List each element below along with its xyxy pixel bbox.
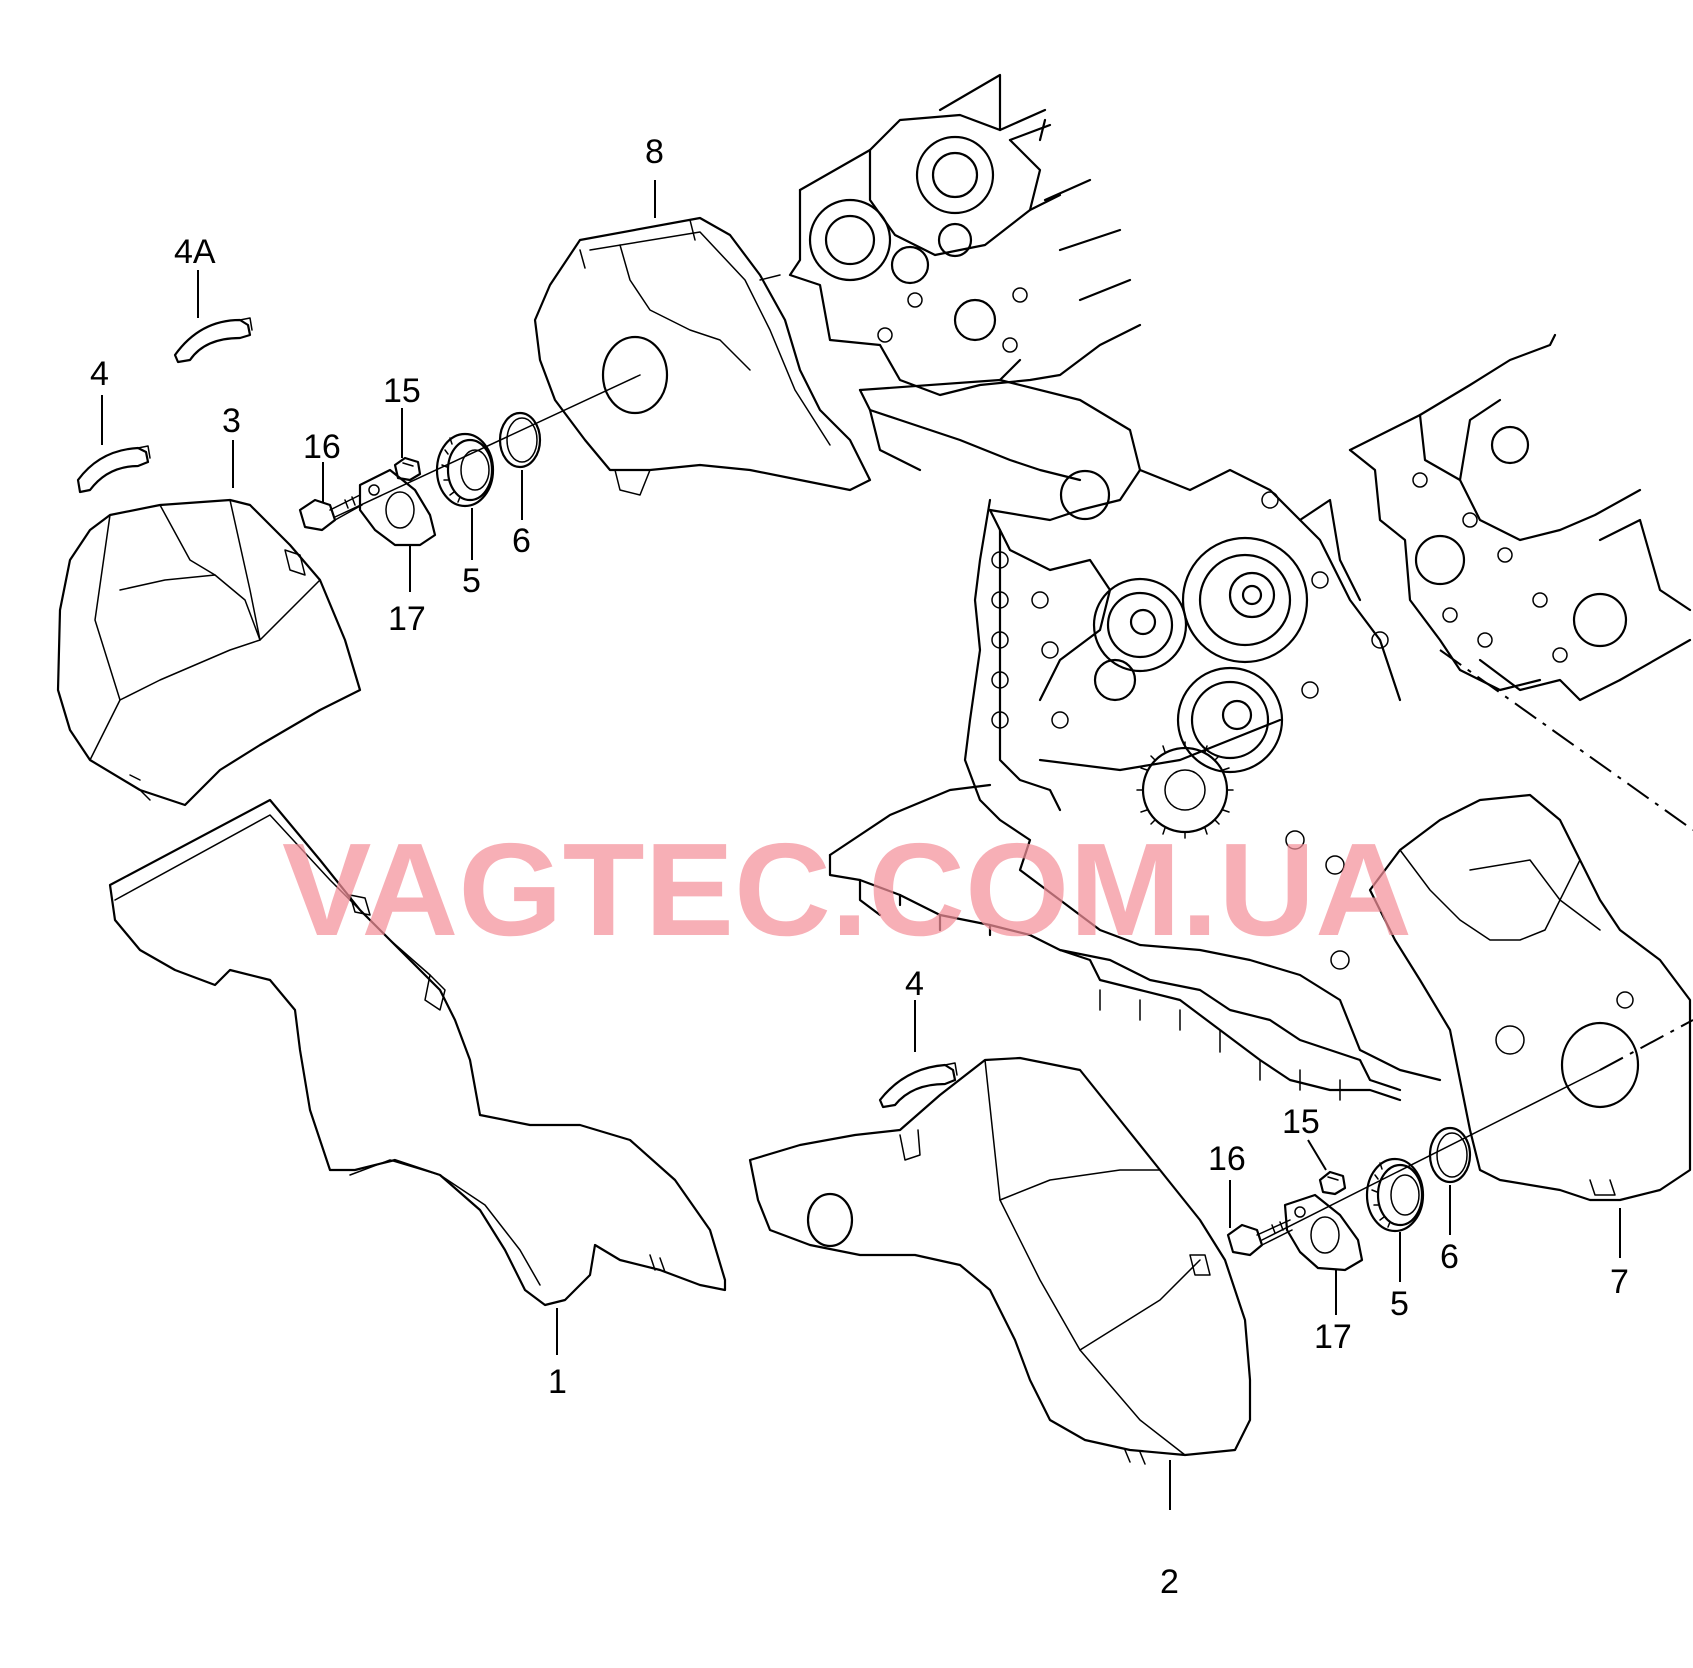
watermark: VAGTEC.COM.UA <box>282 816 1412 963</box>
part-7-right-cover <box>1368 793 1692 1202</box>
engine-block <box>788 73 1692 1102</box>
seal-5-bottom <box>1365 1157 1425 1233</box>
callout-17-bottom: 17 <box>1314 1318 1352 1356</box>
callout-5-bottom: 5 <box>1390 1285 1409 1323</box>
assembly-axis-top <box>334 374 641 518</box>
callout-16-top: 16 <box>303 428 341 466</box>
o-ring-6-bottom <box>1428 1126 1472 1184</box>
nut-15-top <box>393 456 422 482</box>
bracket-17-bottom <box>1283 1193 1364 1272</box>
bolt-16-top <box>298 494 363 532</box>
center-line-right-2 <box>1599 1019 1693 1071</box>
callout-5-top: 5 <box>462 562 481 600</box>
callout-3: 3 <box>222 402 241 440</box>
callout-6-top: 6 <box>512 522 531 560</box>
callout-7: 7 <box>1610 1263 1629 1301</box>
part-2-lower-right-cover <box>748 1056 1252 1465</box>
part-1-lower-left-cover <box>108 798 727 1307</box>
callout-16-bottom: 16 <box>1208 1140 1246 1178</box>
o-ring-6-top <box>498 411 542 469</box>
seal-5-top <box>435 432 495 508</box>
callout-1: 1 <box>548 1363 567 1401</box>
center-line-right <box>1439 649 1693 831</box>
callout-4A: 4A <box>174 233 216 271</box>
callout-labels: 8 4A 4 3 16 15 6 5 17 1 4 15 16 6 5 17 7… <box>90 133 1629 1601</box>
callout-4-bottom: 4 <box>905 965 924 1003</box>
callout-6-bottom: 6 <box>1440 1238 1459 1276</box>
clip-4-bottom <box>878 1062 958 1109</box>
callout-15-bottom: 15 <box>1282 1103 1320 1141</box>
clip-4-top <box>76 445 151 494</box>
callout-8: 8 <box>645 133 664 171</box>
callout-17-top: 17 <box>388 600 426 638</box>
clip-4A <box>173 317 253 364</box>
callout-4-top: 4 <box>90 355 109 393</box>
assembly-axis-bottom <box>1261 1069 1601 1241</box>
part-8-rear-timing-cover <box>533 216 872 496</box>
callout-15-top: 15 <box>383 372 421 410</box>
bracket-17-top <box>358 468 437 547</box>
part-3-upper-left-cover <box>56 498 362 807</box>
bolt-16-bottom <box>1226 1219 1293 1257</box>
nut-15-bottom <box>1318 1170 1347 1196</box>
leader-lines <box>101 180 1621 1510</box>
callout-2: 2 <box>1160 1563 1179 1601</box>
